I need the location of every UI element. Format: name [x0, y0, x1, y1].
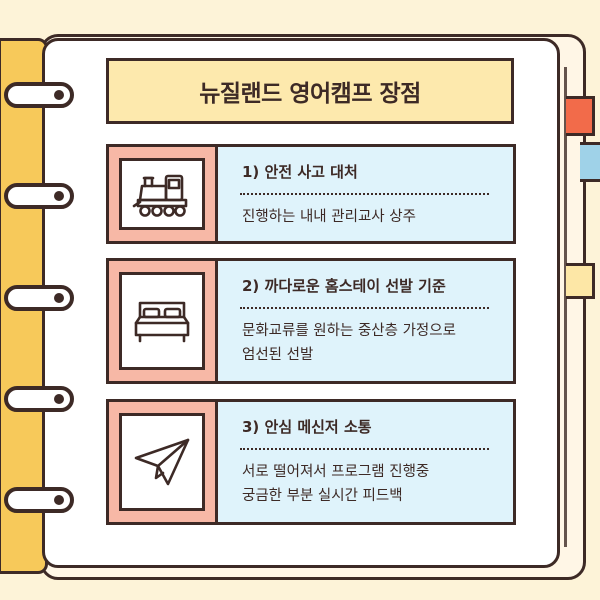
bookmark-tab-blue [580, 142, 600, 182]
dotted-divider [240, 307, 489, 309]
bookmark-tab-red [566, 96, 595, 136]
binder-ring [4, 285, 74, 311]
icon-frame [106, 399, 218, 525]
dotted-divider [240, 448, 489, 450]
card-heading: 1) 안전 사고 대처 [242, 163, 358, 181]
train-icon [132, 174, 188, 217]
card-description: 문화교류를 원하는 중산층 가정으로 엄선된 선발 [242, 323, 456, 363]
card-description: 서로 떨어져서 프로그램 진행중 궁금한 부분 실시간 피드백 [242, 464, 430, 504]
bookmark-tab-yellow [566, 263, 595, 299]
feature-card-1: 1) 안전 사고 대처 진행하는 내내 관리교사 상주 [106, 144, 516, 244]
binder-ring [4, 487, 74, 513]
binder-ring [4, 386, 74, 412]
feature-card-3: 3) 안심 메신저 소통 서로 떨어져서 프로그램 진행중 궁금한 부분 실시간… [106, 399, 516, 525]
binder-ring [4, 183, 74, 209]
icon-frame [106, 144, 218, 244]
card-text: 2) 까다로운 홈스테이 선발 기준 문화교류를 원하는 중산층 가정으로 엄선… [218, 258, 516, 384]
card-description: 진행하는 내내 관리교사 상주 [242, 209, 416, 225]
page-title: 뉴질랜드 영어캠프 장점 [199, 81, 421, 107]
card-text: 3) 안심 메신저 소통 서로 떨어져서 프로그램 진행중 궁금한 부분 실시간… [218, 399, 516, 525]
card-heading: 3) 안심 메신저 소통 [242, 418, 372, 436]
dotted-divider [240, 193, 489, 195]
card-heading: 2) 까다로운 홈스테이 선발 기준 [242, 277, 446, 295]
page-title-box: 뉴질랜드 영어캠프 장점 [106, 58, 514, 124]
icon-frame [106, 258, 218, 384]
paper-plane-icon [134, 438, 190, 486]
bed-icon [134, 301, 190, 343]
card-text: 1) 안전 사고 대처 진행하는 내내 관리교사 상주 [218, 144, 516, 244]
binder-ring [4, 82, 74, 108]
feature-card-2: 2) 까다로운 홈스테이 선발 기준 문화교류를 원하는 중산층 가정으로 엄선… [106, 258, 516, 384]
